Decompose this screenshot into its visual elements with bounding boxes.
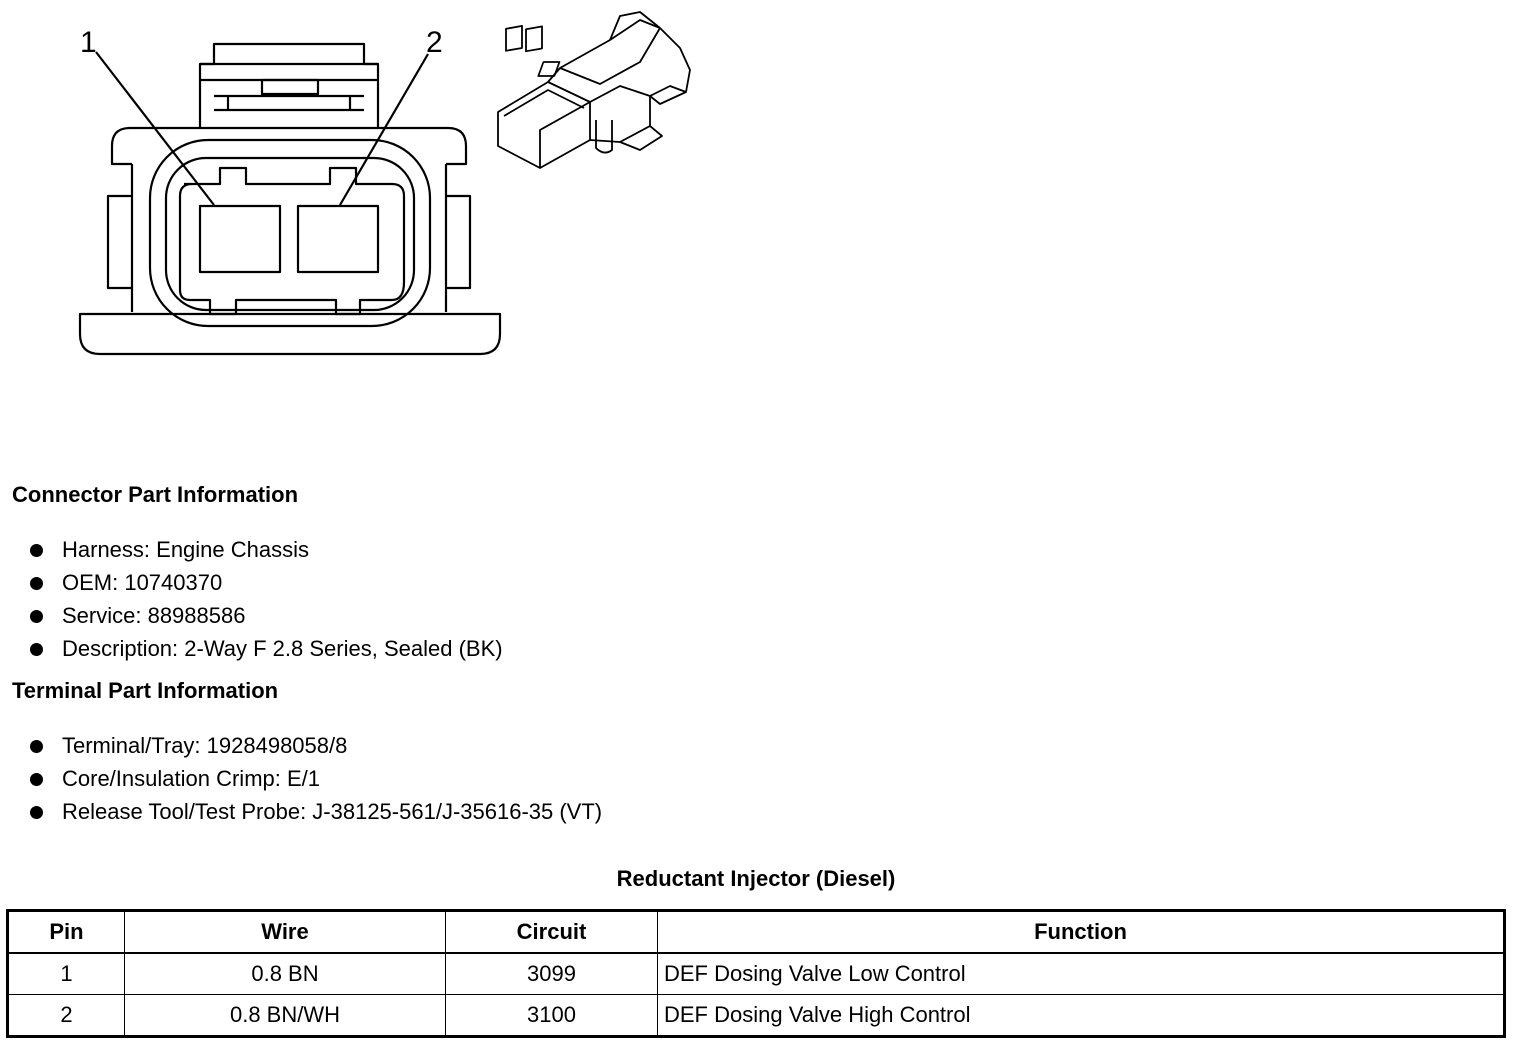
column-header-wire: Wire: [124, 910, 446, 954]
pin-2-leader: [339, 53, 429, 206]
terminal-info-list: Terminal/Tray: 1928498058/8 Core/Insulat…: [0, 729, 602, 828]
wire-cell: 0.8 BN: [124, 952, 446, 995]
terminal-info-heading: Terminal Part Information: [12, 678, 279, 703]
connector-isometric-view: [497, 11, 691, 169]
column-header-pin: Pin: [7, 910, 125, 954]
bullet-icon: [30, 740, 43, 753]
wire-cell: 0.8 BN/WH: [124, 994, 446, 1037]
bullet-icon: [30, 806, 43, 819]
function-cell: DEF Dosing Valve Low Control: [657, 952, 1505, 995]
list-item: Harness: Engine Chassis: [0, 533, 503, 566]
table-row: 2 0.8 BN/WH 3100 DEF Dosing Valve High C…: [7, 994, 1505, 1037]
connector-info-heading: Connector Part Information: [12, 482, 299, 507]
bullet-icon: [30, 577, 43, 590]
pin-cell: 2: [7, 994, 125, 1037]
circuit-cell: 3099: [445, 952, 658, 995]
connector-body: [78, 126, 502, 356]
list-item: Terminal/Tray: 1928498058/8: [0, 729, 602, 762]
pin-1-label: 1: [80, 26, 97, 59]
list-item: Description: 2-Way F 2.8 Series, Sealed …: [0, 632, 503, 665]
list-item: Service: 88988586: [0, 599, 503, 632]
pin-cell: 1: [7, 952, 125, 995]
table-header-row: Pin Wire Circuit Function: [7, 910, 1505, 954]
connector-latch: [198, 42, 380, 128]
bullet-icon: [30, 643, 43, 656]
column-header-circuit: Circuit: [445, 910, 658, 954]
pin-1-cavity: [198, 204, 282, 274]
bullet-icon: [30, 544, 43, 557]
pin-2-cavity: [296, 204, 380, 274]
pin-1-leader: [95, 51, 215, 206]
circuit-cell: 3100: [445, 994, 658, 1037]
list-item: Release Tool/Test Probe: J-38125-561/J-3…: [0, 795, 602, 828]
pin-2-label: 2: [426, 26, 443, 59]
column-header-function: Function: [657, 910, 1505, 954]
pin-table: Pin Wire Circuit Function 1 0.8 BN 3099 …: [6, 909, 1506, 1038]
connector-diagram: 1 2: [78, 11, 691, 356]
table-row: 1 0.8 BN 3099 DEF Dosing Valve Low Contr…: [7, 952, 1505, 995]
function-cell: DEF Dosing Valve High Control: [657, 994, 1505, 1037]
connector-info-list: Harness: Engine Chassis OEM: 10740370 Se…: [0, 533, 503, 665]
list-item: OEM: 10740370: [0, 566, 503, 599]
pin-table-title: Reductant Injector (Diesel): [616, 866, 896, 891]
bullet-icon: [30, 610, 43, 623]
bullet-icon: [30, 773, 43, 786]
list-item: Core/Insulation Crimp: E/1: [0, 762, 602, 795]
